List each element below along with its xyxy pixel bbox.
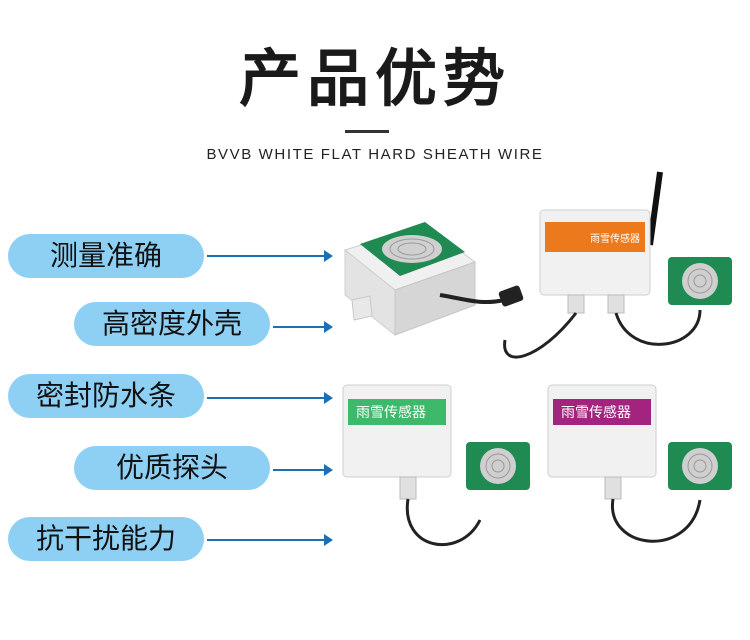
feature-pill-housing: 高密度外壳	[74, 302, 270, 346]
sensor-box-probe-image	[343, 222, 524, 337]
orange-device-label: 雨雪传感器	[590, 232, 640, 245]
purple-transmitter-image: 雨雪传感器	[547, 384, 732, 543]
title-underline	[345, 130, 389, 133]
feature-pill-interference: 抗干扰能力	[8, 517, 204, 561]
page-title: 产品优势	[238, 42, 511, 115]
arrow-icon	[207, 250, 333, 262]
arrow-icon	[207, 392, 333, 404]
green-device-label: 雨雪传感器	[356, 404, 426, 421]
purple-device-label: 雨雪传感器	[561, 404, 631, 421]
page-subtitle: BVVB WHITE FLAT HARD SHEATH WIRE	[206, 146, 544, 163]
feature-pill-probe: 优质探头	[74, 446, 270, 490]
arrow-icon	[273, 464, 333, 476]
feature-pill-seal: 密封防水条	[8, 374, 204, 418]
feature-pill-accuracy: 测量准确	[8, 234, 204, 278]
green-transmitter-image: 雨雪传感器	[342, 384, 530, 546]
orange-transmitter-image: 雨雪传感器	[503, 171, 732, 359]
arrow-icon	[207, 534, 333, 546]
arrow-icon	[273, 321, 333, 333]
